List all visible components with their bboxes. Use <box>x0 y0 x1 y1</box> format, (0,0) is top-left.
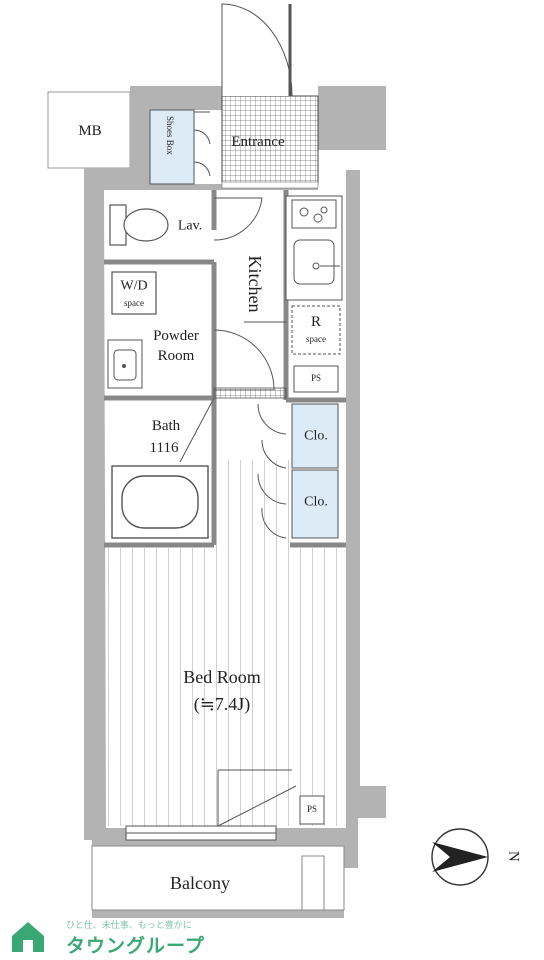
bedroom-floor <box>106 548 344 826</box>
label-powder: Powder <box>153 327 199 344</box>
label-closet-1: Clo. <box>304 428 328 444</box>
compass-label: N <box>505 850 522 862</box>
ps-upper-box <box>293 365 339 393</box>
label-wd: W/D <box>120 278 148 294</box>
bathtub <box>111 465 209 539</box>
kitchen-counter <box>285 195 343 301</box>
outer-wall <box>84 86 386 918</box>
north-arrow: N <box>424 826 524 888</box>
house-logo-icon <box>12 922 44 952</box>
label-room: Room <box>157 347 195 364</box>
company-logo: ひと仕、未仕事、もっと豊かに タウングループ <box>0 912 230 960</box>
entrance-floor <box>221 95 319 185</box>
logo-brand: タウングループ <box>66 935 205 957</box>
toilet <box>109 204 169 246</box>
label-shoes-box: Shoes Box <box>164 116 175 155</box>
r-space <box>291 305 341 355</box>
label-balcony: Balcony <box>170 873 230 894</box>
label-r: R <box>310 313 322 330</box>
closet-1 <box>291 403 339 469</box>
closet-2 <box>291 469 339 539</box>
label-r-space: space <box>306 334 326 345</box>
label-wd-space: space <box>124 298 144 309</box>
label-bedroom: Bed Room <box>183 667 261 688</box>
label-bath: Bath <box>151 417 181 434</box>
mb-box <box>47 91 131 169</box>
label-lav: Lav. <box>177 218 203 234</box>
label-bath-size: 1116 <box>149 439 179 456</box>
threshold <box>213 387 287 399</box>
label-ps-lower: PS <box>306 804 318 815</box>
stove-icon <box>291 199 337 229</box>
label-kitchen: Kitchen <box>244 255 265 313</box>
kitchen-sink-icon <box>293 239 340 285</box>
shoes-box <box>149 109 195 185</box>
entrance-door <box>221 3 293 97</box>
label-bedroom-size: (≒7.4J) <box>193 694 251 715</box>
ps-lower-box <box>299 795 325 825</box>
label-mb: MB <box>78 122 102 139</box>
label-closet-2: Clo. <box>304 494 328 510</box>
label-ps-upper: PS <box>310 373 322 384</box>
label-entrance: Entrance <box>231 133 285 150</box>
compass-needle-icon <box>432 842 488 872</box>
logo-tagline: ひと仕、未仕事、もっと豊かに <box>66 921 192 931</box>
wd-space <box>111 271 157 315</box>
